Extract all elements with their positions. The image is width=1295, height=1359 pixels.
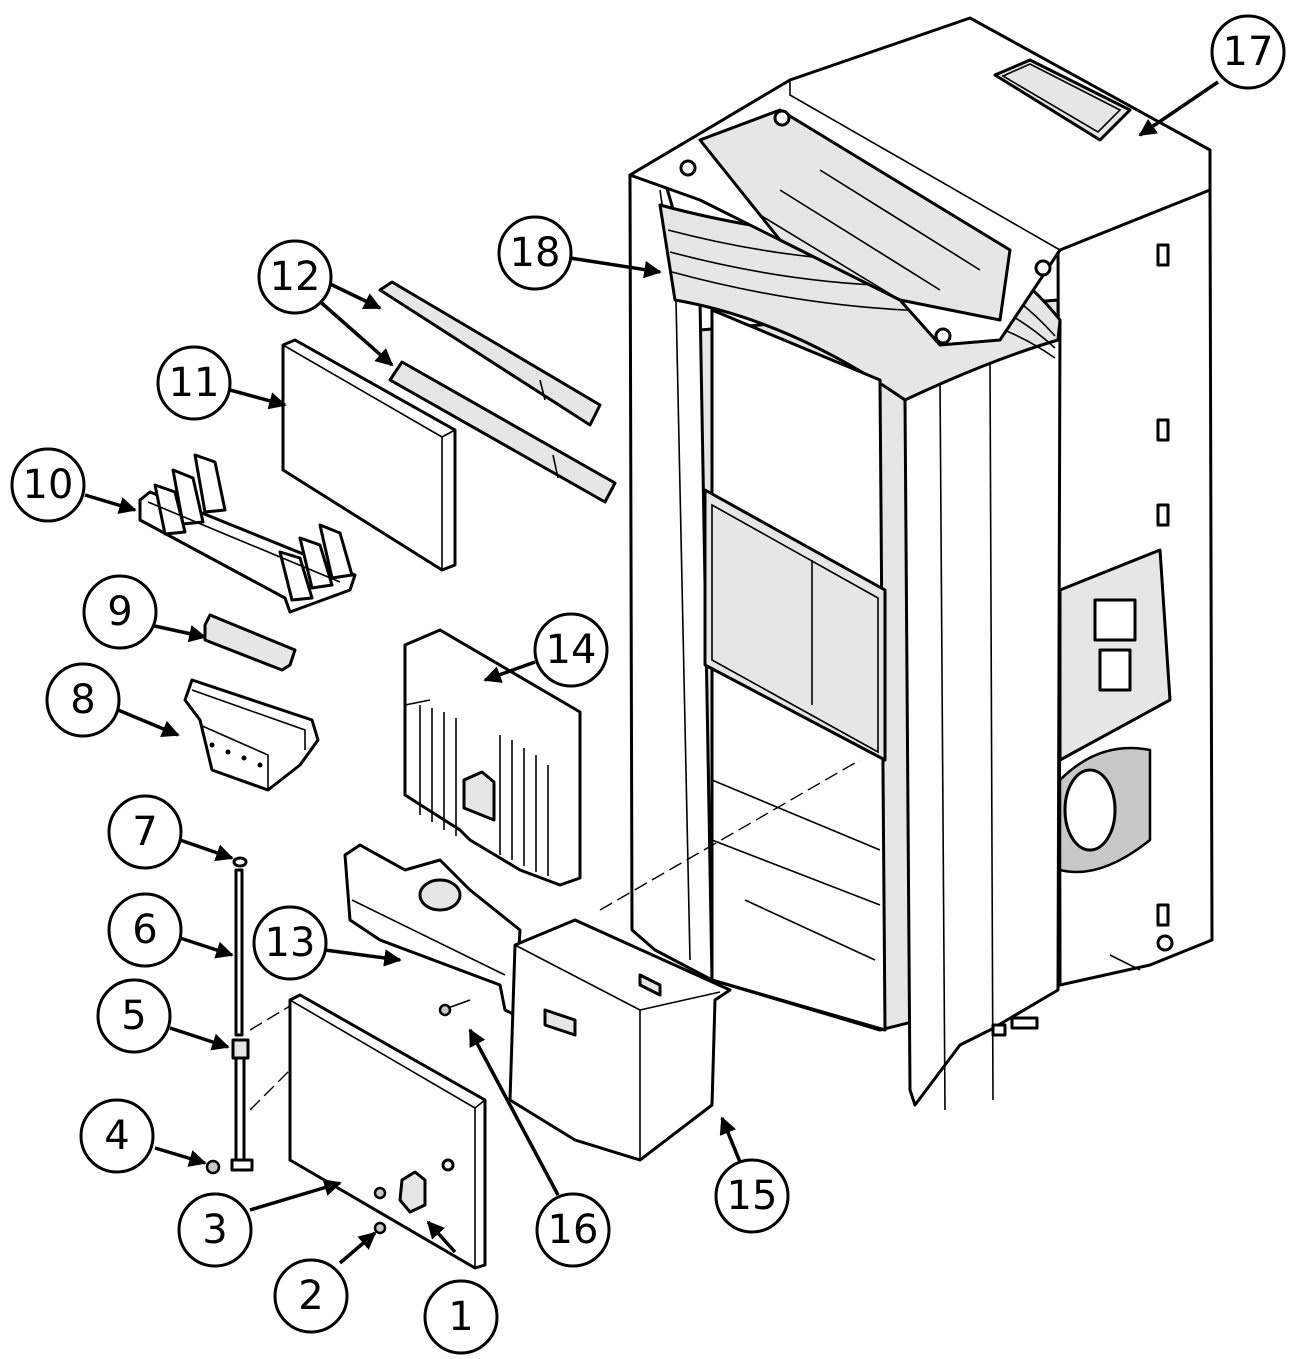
callout-circle xyxy=(177,1192,253,1268)
callout-label: 5 xyxy=(121,993,146,1039)
part-9-plate xyxy=(203,613,297,672)
leader-15 xyxy=(719,1116,742,1163)
callout-4: 4 xyxy=(79,1098,155,1174)
leader-6 xyxy=(179,936,234,959)
callout-circle xyxy=(257,239,333,315)
leader-13 xyxy=(324,948,402,967)
callout-circle xyxy=(1210,14,1286,90)
callout-3: 3 xyxy=(177,1192,253,1268)
callout-9: 9 xyxy=(82,574,158,650)
part-8-burn-pot xyxy=(183,678,320,792)
callout-circle xyxy=(96,978,172,1054)
callout-circle xyxy=(497,215,573,291)
callout-label: 3 xyxy=(202,1207,227,1253)
part-16-screw xyxy=(438,999,471,1017)
callout-circle xyxy=(10,447,86,523)
leader-14 xyxy=(483,660,536,683)
part-11-board xyxy=(281,338,457,572)
part-13-deflector xyxy=(343,843,522,1017)
callout-circle xyxy=(252,905,328,981)
leader-9 xyxy=(149,623,207,643)
callout-circle xyxy=(79,1098,155,1174)
callout-label: 8 xyxy=(70,677,95,723)
stove-body xyxy=(628,16,1214,1111)
part-15-ash-drawer xyxy=(508,918,732,1162)
leader-17 xyxy=(1138,80,1219,137)
callout-circle xyxy=(423,1279,499,1355)
callout-15: 15 xyxy=(714,1158,790,1234)
callout-17: 17 xyxy=(1210,14,1286,90)
callout-circle xyxy=(107,892,183,968)
leader-1 xyxy=(426,1220,457,1254)
callout-circle xyxy=(45,662,121,738)
leader-8 xyxy=(117,708,180,738)
callout-label: 9 xyxy=(107,589,132,635)
callout-label: 10 xyxy=(23,462,74,508)
callout-label: 15 xyxy=(727,1173,778,1219)
callout-11: 11 xyxy=(156,345,232,421)
callout-circle xyxy=(533,612,609,688)
leader-4 xyxy=(154,1146,207,1167)
leader-10 xyxy=(84,493,137,514)
part-10-grate xyxy=(138,453,357,614)
callout-10: 10 xyxy=(10,447,86,523)
callout-label: 2 xyxy=(298,1273,323,1319)
callout-13: 13 xyxy=(252,905,328,981)
callout-label: 17 xyxy=(1223,29,1274,75)
callout-12: 12 xyxy=(257,239,333,315)
callout-label: 6 xyxy=(132,907,157,953)
leader-12b xyxy=(314,296,394,367)
callout-5: 5 xyxy=(96,978,172,1054)
callout-label: 1 xyxy=(448,1294,473,1340)
callout-2: 2 xyxy=(273,1258,349,1334)
callout-18: 18 xyxy=(497,215,573,291)
callout-1: 1 xyxy=(423,1279,499,1355)
callout-label: 11 xyxy=(169,360,220,406)
callout-circle xyxy=(107,794,183,870)
callout-16: 16 xyxy=(535,1192,611,1268)
leader-5 xyxy=(169,1026,230,1051)
leader-12a xyxy=(325,280,382,310)
callout-7: 7 xyxy=(107,794,183,870)
callout-circle xyxy=(82,574,158,650)
leader-7 xyxy=(179,838,234,862)
callout-label: 14 xyxy=(546,627,597,673)
leader-2 xyxy=(338,1231,377,1265)
leader-lines xyxy=(84,80,1219,1265)
leader-16 xyxy=(468,1028,560,1196)
part-hinge-rod xyxy=(205,856,254,1175)
callout-label: 13 xyxy=(265,920,316,966)
leader-3 xyxy=(249,1179,342,1212)
callout-14: 14 xyxy=(533,612,609,688)
callout-circle xyxy=(714,1158,790,1234)
callout-label: 7 xyxy=(132,809,157,855)
callout-label: 12 xyxy=(270,254,321,300)
callout-circle xyxy=(535,1192,611,1268)
leader-18 xyxy=(569,256,662,279)
callout-circle xyxy=(156,345,232,421)
callout-label: 4 xyxy=(104,1113,129,1159)
leader-11 xyxy=(229,388,287,410)
callout-8: 8 xyxy=(45,662,121,738)
callout-label: 16 xyxy=(548,1207,599,1253)
callout-circle xyxy=(273,1258,349,1334)
callout-label: 18 xyxy=(510,230,561,276)
callout-6: 6 xyxy=(107,892,183,968)
part-12-bricks xyxy=(378,280,617,504)
part-3-door xyxy=(288,993,487,1270)
part-14-back-plate xyxy=(403,628,582,887)
